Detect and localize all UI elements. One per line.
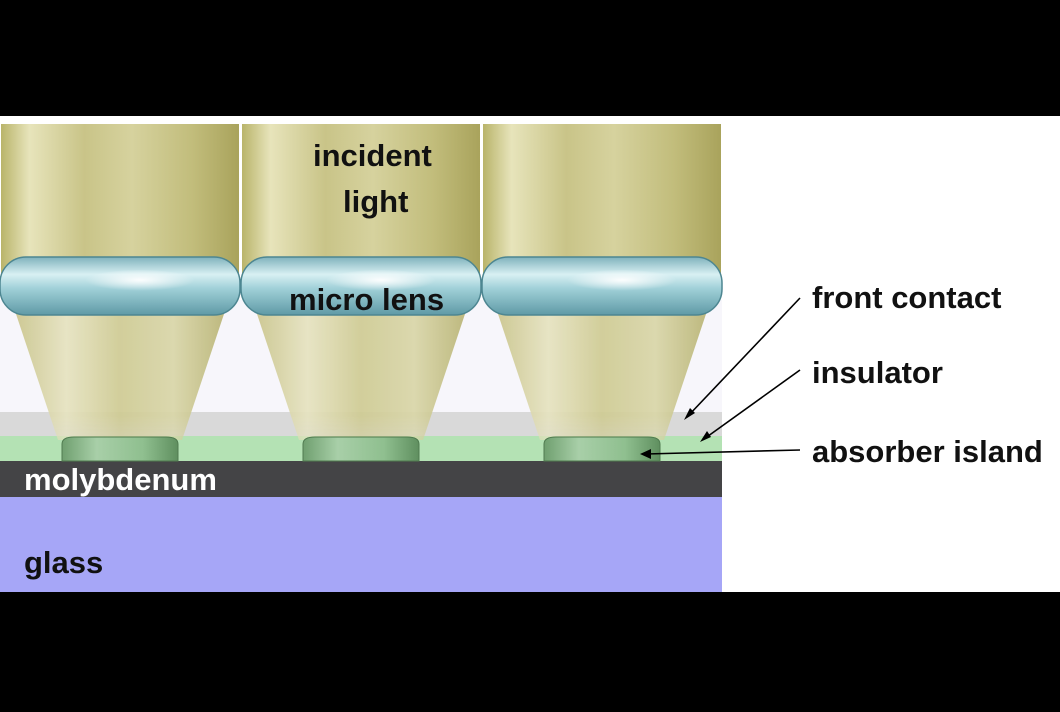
- absorber-island-arrowhead: [640, 449, 651, 459]
- lens-units: [0, 124, 723, 462]
- front-contact-arrowhead: [684, 408, 695, 420]
- front-contact-label: front contact: [812, 280, 1002, 315]
- lens-unit: [481, 124, 723, 462]
- lens-unit: [0, 124, 241, 462]
- insulator-arrow: [703, 369, 801, 440]
- front-contact-arrow: [687, 297, 801, 417]
- absorber-island-label: absorber island: [812, 434, 1043, 469]
- molybdenum-label: molybdenum: [24, 462, 217, 497]
- micro-lens-highlight: [326, 270, 436, 292]
- light-cone: [495, 305, 709, 440]
- annotation-arrows: [640, 297, 801, 459]
- glass-layer: [0, 497, 722, 592]
- molybdenum-layer: [0, 461, 722, 497]
- light-cone: [254, 305, 468, 440]
- absorber-island: [302, 436, 420, 462]
- glass-label: glass: [24, 545, 104, 580]
- absorber-island: [61, 436, 179, 462]
- insulator-label: insulator: [812, 355, 943, 390]
- micro-lens-highlight: [567, 270, 677, 292]
- incident-light-label-line1: incident: [313, 138, 432, 173]
- absorber-island: [543, 436, 661, 462]
- incident-light-label-line2: light: [343, 184, 409, 219]
- absorber-island-arrow: [645, 449, 801, 455]
- insulator-arrowhead: [700, 431, 711, 442]
- right-panel: [722, 116, 1060, 592]
- micro-lens-highlight: [85, 270, 195, 292]
- micro-lens-label: micro lens: [289, 282, 445, 317]
- light-cone: [13, 305, 227, 440]
- lens-unit: [240, 124, 482, 462]
